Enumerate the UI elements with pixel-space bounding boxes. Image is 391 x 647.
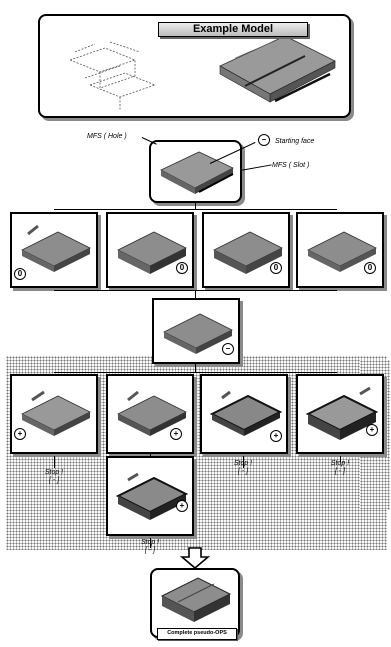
down-arrow-icon [180,547,210,569]
row2-box-2-symbol: + [170,428,182,440]
connector [195,290,196,298]
final-model-box [150,568,240,638]
solid-model [219,35,336,103]
row1-box-2-symbol: 0 [176,262,188,274]
row2-box-4-symbol: + [366,424,378,436]
row2-box-3 [200,374,288,454]
row3-box [106,456,194,536]
starting-model-box [149,140,242,203]
slot-pointer [239,164,272,171]
row1-box-3-symbol: 0 [270,262,282,274]
wireframe-model [69,41,157,110]
stop-arrow [150,538,151,548]
row1-box-4 [296,212,384,288]
row1-box-2 [106,212,194,288]
row2-box-1-symbol: + [14,428,26,440]
mfs-hole-label: MFS ( Hole ) [87,133,127,140]
final-model-label: Complete pseudo-OPS [157,628,237,640]
connector [54,209,337,210]
row1-box-3 [202,212,290,288]
row1-box-1-symbol: 0 [14,268,26,280]
stop-arrow [54,456,55,468]
diagram-title: Example Model [158,22,308,37]
stop-label-4: Stop ![ - ] [330,460,350,475]
starting-face-minus-symbol: – [258,134,270,146]
row1-box-4-symbol: 0 [364,262,376,274]
stop-arrow [340,456,341,462]
stop-label-3: Stop ![ - ] [233,460,253,475]
row2-box-2 [106,374,194,454]
connector [195,364,196,372]
example-model-box: Example Model [38,14,351,118]
middle-box-symbol: – [222,343,234,355]
mfs-slot-label: MFS ( Slot ) [272,162,310,169]
stop-label-2: Stop ![ - ] [140,539,160,554]
connector [54,372,337,373]
connector [195,203,196,209]
stop-arrow [243,456,244,468]
middle-box [152,298,240,364]
row2-box-4 [296,374,384,454]
stop-label-1: Stop ![ - ] [44,469,64,484]
starting-face-label: Starting face [275,138,315,145]
row2-box-3-symbol: + [270,430,282,442]
row2-box-1 [10,374,98,454]
row3-box-symbol: + [176,500,188,512]
